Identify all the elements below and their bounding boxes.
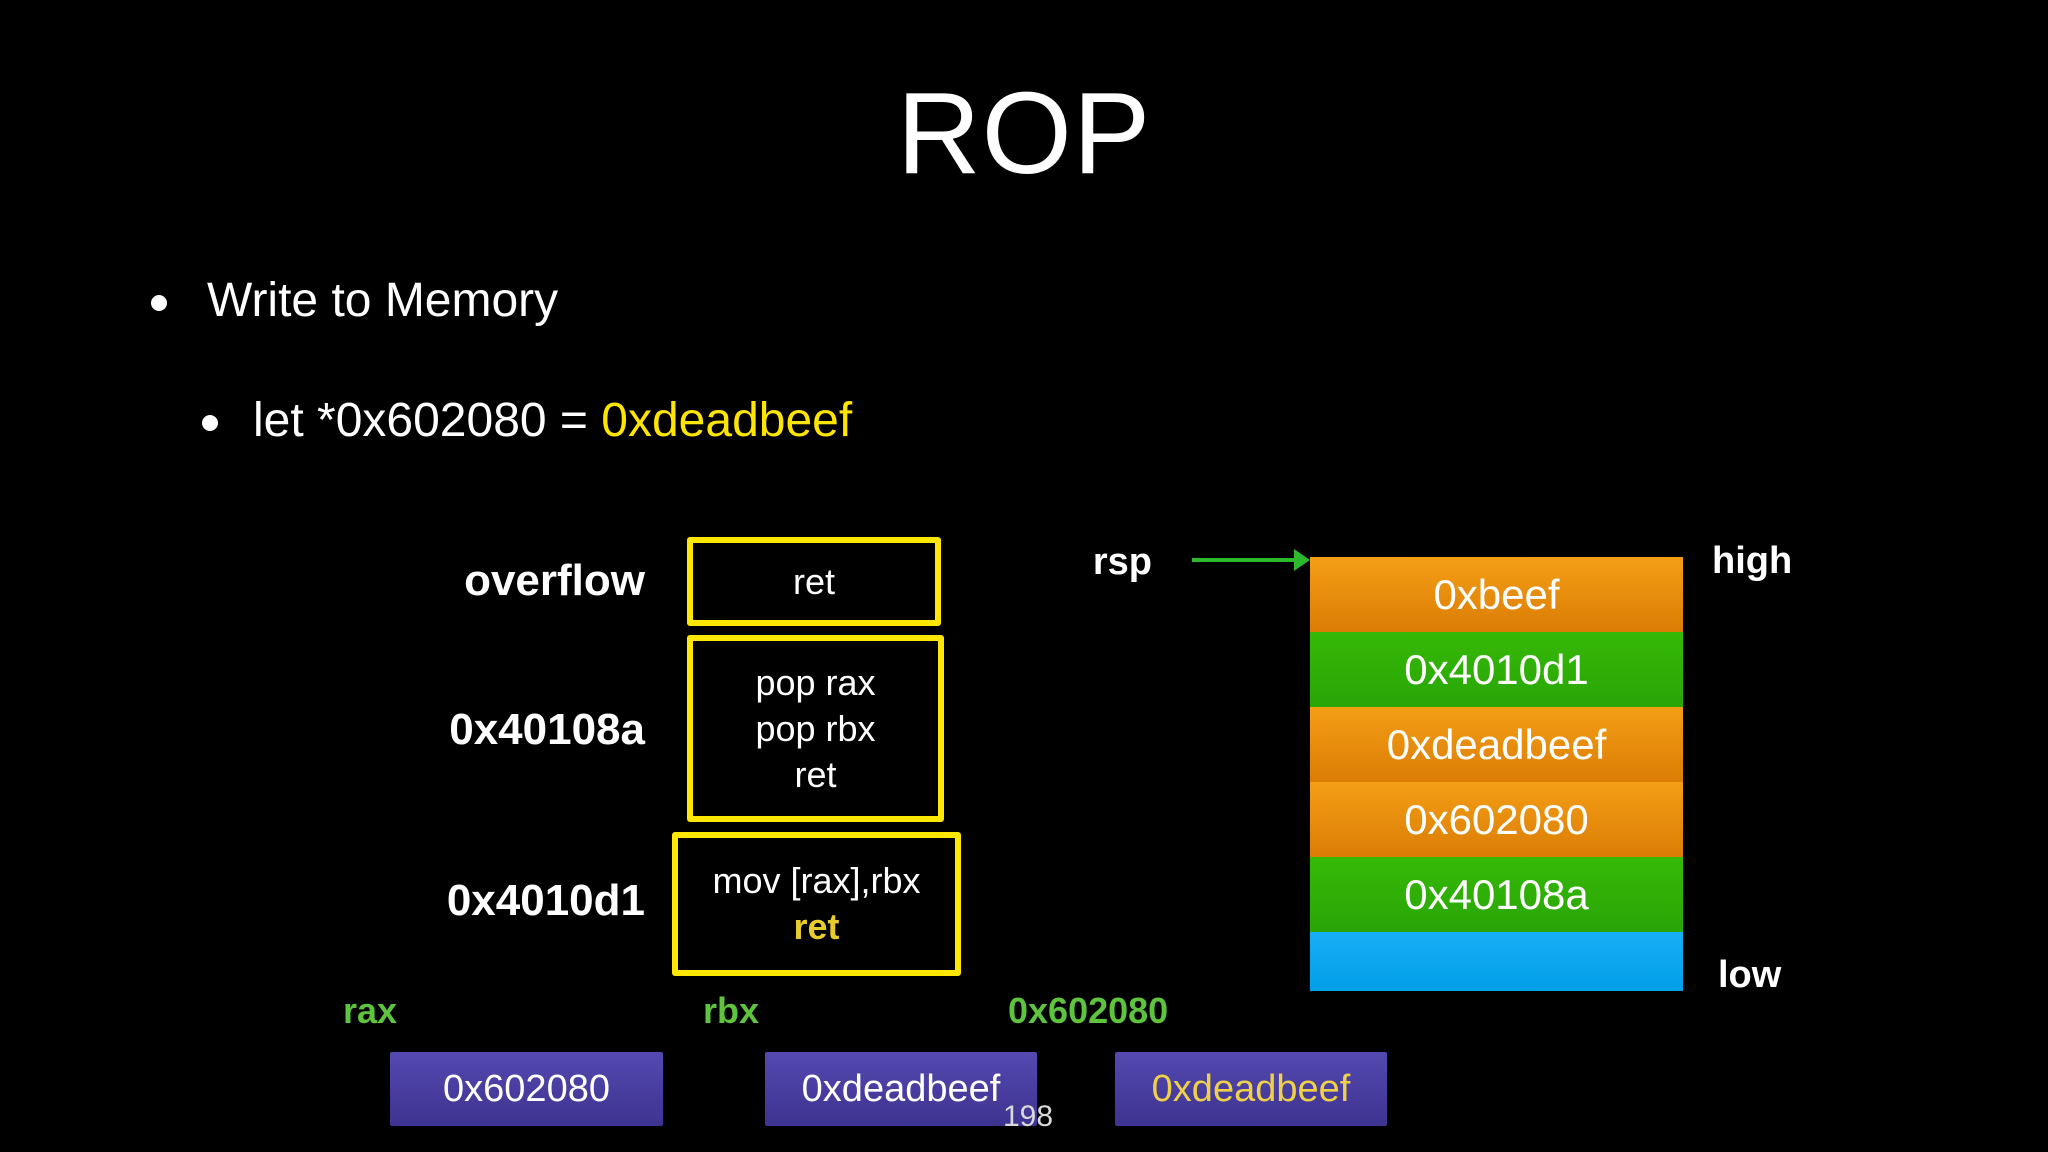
stack-cell-value: 0x602080 — [1404, 795, 1589, 843]
stack-cell: 0x602080 — [1310, 782, 1683, 857]
gadget-box-pop: pop rax pop rbx ret — [687, 635, 944, 822]
bullet-level2: let *0x602080 = 0xdeadbeef — [253, 393, 852, 448]
gadget-line: mov [rax],rbx — [712, 860, 921, 901]
gadget-label-0x40108a: 0x40108a — [449, 705, 645, 754]
bullet-dot-icon — [151, 295, 167, 311]
stack-cell: 0x40108a — [1310, 857, 1683, 932]
gadget-label-0x4010d1: 0x4010d1 — [446, 876, 645, 925]
register-label-rbx: rbx — [703, 990, 760, 1031]
stack-cell-empty — [1310, 932, 1683, 991]
register-box-rax: 0x602080 — [390, 1052, 663, 1126]
register-label-rax: rax — [343, 990, 398, 1031]
stack-cell-value: 0x40108a — [1404, 870, 1589, 918]
stack-low-label: low — [1718, 954, 1782, 996]
stack-cell-value: 0x4010d1 — [1404, 645, 1589, 693]
rsp-arrow-icon — [1192, 558, 1296, 562]
stack-cell: 0xbeef — [1310, 557, 1683, 632]
gadget-box-mov: mov [rax],rbx ret — [672, 832, 961, 976]
rsp-arrowhead-icon — [1294, 549, 1310, 571]
page-title: ROP — [896, 68, 1152, 198]
gadget-line: ret — [792, 560, 835, 602]
bullet-level2-prefix: let *0x602080 = — [253, 394, 602, 447]
page-number: 198 — [1003, 1100, 1054, 1133]
gadget-label-overflow: overflow — [464, 556, 645, 605]
register-box-rbx: 0xdeadbeef — [765, 1052, 1037, 1126]
gadget-line-ret: ret — [793, 906, 840, 947]
stack-cell-value: 0xbeef — [1433, 570, 1560, 618]
register-box-memory: 0xdeadbeef — [1115, 1052, 1387, 1126]
gadget-box-ret: ret — [687, 537, 941, 626]
bullet-level1: Write to Memory — [207, 274, 559, 327]
stack-high-label: high — [1712, 540, 1793, 582]
gadget-line: ret — [794, 753, 837, 795]
gadget-line: pop rax — [755, 661, 876, 703]
stack-diagram: 0xbeef 0x4010d1 0xdeadbeef 0x602080 0x40… — [1310, 557, 1683, 991]
stack-cell-value: 0xdeadbeef — [1386, 720, 1607, 768]
stack-cell: 0xdeadbeef — [1310, 707, 1683, 782]
stack-cell: 0x4010d1 — [1310, 632, 1683, 707]
register-label-0x602080: 0x602080 — [1008, 990, 1169, 1031]
gadget-line: pop rbx — [755, 707, 876, 749]
register-value: 0x602080 — [443, 1067, 610, 1110]
register-value: 0xdeadbeef — [801, 1067, 1001, 1110]
bullet-dot-icon — [202, 415, 218, 431]
register-value: 0xdeadbeef — [1151, 1067, 1351, 1110]
bullet-level2-highlight: 0xdeadbeef — [601, 394, 853, 447]
rsp-label: rsp — [1092, 541, 1152, 583]
